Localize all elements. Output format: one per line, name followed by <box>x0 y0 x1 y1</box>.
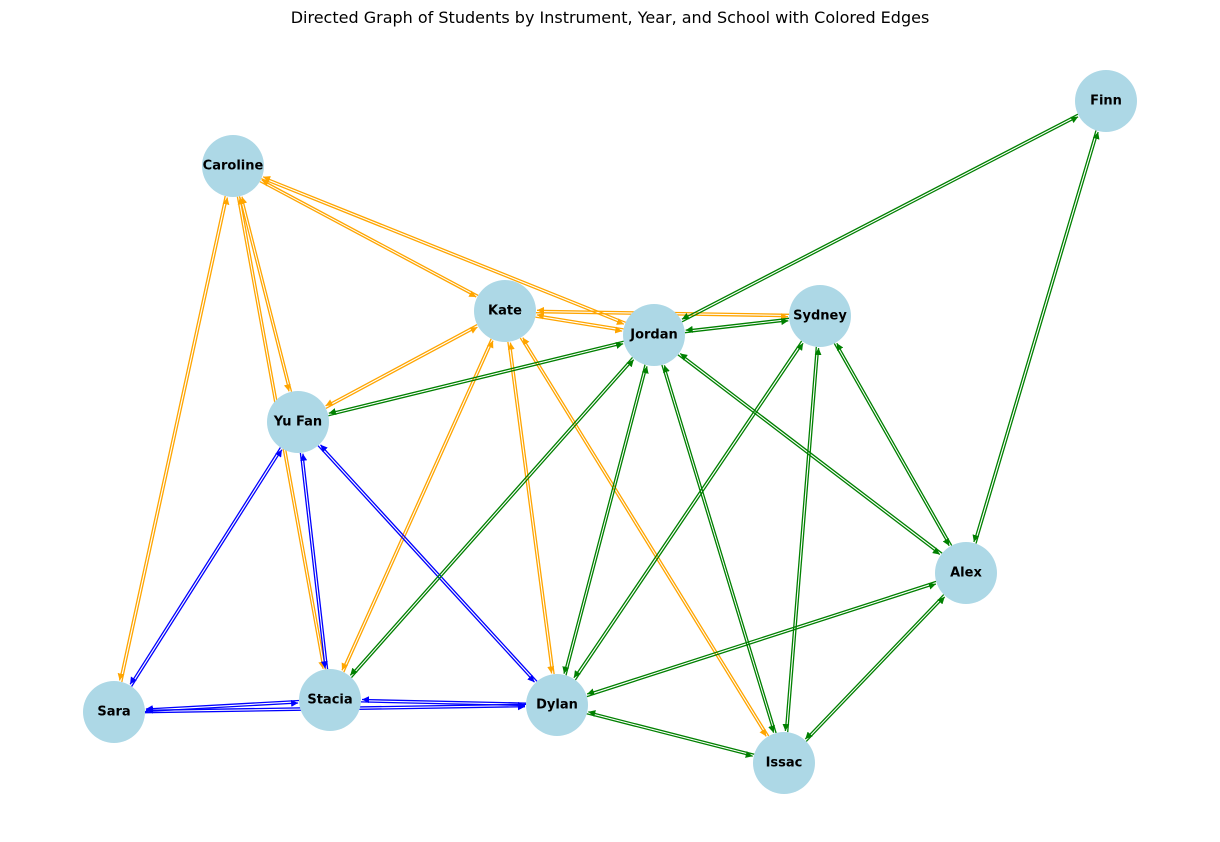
node-circle <box>202 135 264 197</box>
edge-yu-fan-to-jordan <box>328 342 624 417</box>
edge-dylan-to-stacia <box>361 696 527 704</box>
edge-kate-to-dylan <box>507 341 555 674</box>
edge-alex-to-issac <box>804 594 945 740</box>
node-yu-fan[interactable]: Yu Fan <box>267 391 329 453</box>
edge-finn-to-alex <box>972 130 1097 543</box>
edge-kate-to-stacia <box>341 338 492 671</box>
edge-sydney-to-issac <box>782 346 817 732</box>
edge-dylan-to-yu-fan <box>320 444 538 682</box>
node-circle <box>474 280 536 342</box>
edge-dylan-to-kate <box>507 342 555 675</box>
node-circle <box>267 391 329 453</box>
node-jordan[interactable]: Jordan <box>623 304 685 366</box>
node-circle <box>1075 70 1137 132</box>
node-circle <box>935 542 997 604</box>
node-label: Alex <box>950 566 982 581</box>
edge-jordan-to-alex <box>677 354 941 556</box>
edge-kate-to-yu-fan <box>325 324 478 407</box>
node-label: Yu Fan <box>273 415 322 430</box>
edge-stacia-to-dylan <box>360 701 526 709</box>
edge-jordan-to-dylan <box>562 364 646 674</box>
edge-dylan-to-jordan <box>565 366 649 676</box>
edge-jordan-to-kate <box>536 312 624 330</box>
edge-finn-to-jordan <box>681 113 1079 320</box>
edge-yu-fan-to-dylan <box>317 445 535 683</box>
node-circle <box>623 304 685 366</box>
edge-kate-to-issac <box>519 337 767 737</box>
node-label: Dylan <box>536 698 578 713</box>
edge-issac-to-alex <box>805 596 946 742</box>
node-circle <box>299 669 361 731</box>
edge-yu-fan-to-kate <box>325 326 478 409</box>
edge-jordan-to-stacia <box>349 356 633 676</box>
edge-sydney-to-jordan <box>685 317 790 333</box>
node-kate[interactable]: Kate <box>474 280 536 342</box>
edge-caroline-to-sara <box>117 195 226 681</box>
node-label: Sara <box>97 705 130 720</box>
edge-issac-to-dylan <box>588 710 755 755</box>
node-circle <box>526 674 588 736</box>
edge-alex-to-jordan <box>679 352 943 554</box>
edge-yu-fan-to-sara <box>129 447 281 685</box>
edge-kate-to-jordan <box>535 316 623 334</box>
edge-yu-fan-to-caroline <box>240 196 293 392</box>
edge-jordan-to-issac <box>661 364 775 733</box>
edge-sara-to-yu-fan <box>131 449 283 687</box>
edge-dylan-to-alex <box>586 582 937 698</box>
node-sydney[interactable]: Sydney <box>789 285 851 347</box>
edge-stacia-to-yu-fan <box>300 453 329 670</box>
node-label: Stacia <box>307 693 352 708</box>
node-sara[interactable]: Sara <box>83 681 145 743</box>
edge-jordan-to-sydney <box>684 318 789 334</box>
node-stacia[interactable]: Stacia <box>299 669 361 731</box>
edge-jordan-to-finn <box>681 116 1079 323</box>
edge-alex-to-finn <box>975 131 1100 544</box>
edge-sydney-to-alex <box>833 343 950 547</box>
edge-caroline-to-yu-fan <box>238 196 291 392</box>
edge-issac-to-kate <box>522 337 770 737</box>
node-alex[interactable]: Alex <box>935 542 997 604</box>
node-label: Sydney <box>793 309 847 324</box>
edge-sydney-to-dylan <box>573 340 803 679</box>
node-circle <box>83 681 145 743</box>
edge-jordan-to-caroline <box>262 176 626 323</box>
edge-stacia-to-jordan <box>351 359 635 679</box>
edges-layer <box>117 113 1100 758</box>
node-label: Kate <box>488 304 522 319</box>
graph-title: Directed Graph of Students by Instrument… <box>290 8 930 27</box>
edge-sara-to-caroline <box>121 197 230 683</box>
edge-issac-to-jordan <box>663 365 777 734</box>
node-label: Issac <box>766 756 803 771</box>
edge-kate-to-caroline <box>261 179 479 296</box>
edge-dylan-to-issac <box>586 713 753 758</box>
edge-yu-fan-to-stacia <box>299 452 328 669</box>
node-issac[interactable]: Issac <box>753 732 815 794</box>
node-circle <box>753 732 815 794</box>
edge-stacia-to-kate <box>343 340 494 673</box>
edge-issac-to-sydney <box>787 347 822 733</box>
node-finn[interactable]: Finn <box>1075 70 1137 132</box>
node-dylan[interactable]: Dylan <box>526 674 588 736</box>
edge-caroline-to-kate <box>259 181 477 298</box>
edge-jordan-to-yu-fan <box>328 340 624 415</box>
edge-dylan-to-sydney <box>574 342 804 681</box>
node-caroline[interactable]: Caroline <box>202 135 264 197</box>
edge-alex-to-dylan <box>586 580 937 696</box>
edge-stacia-to-sara <box>145 699 300 713</box>
node-circle <box>789 285 851 347</box>
edge-caroline-to-jordan <box>261 178 625 325</box>
node-label: Caroline <box>203 159 264 174</box>
node-label: Finn <box>1090 94 1122 109</box>
edge-alex-to-sydney <box>836 342 953 546</box>
node-label: Jordan <box>629 328 678 343</box>
